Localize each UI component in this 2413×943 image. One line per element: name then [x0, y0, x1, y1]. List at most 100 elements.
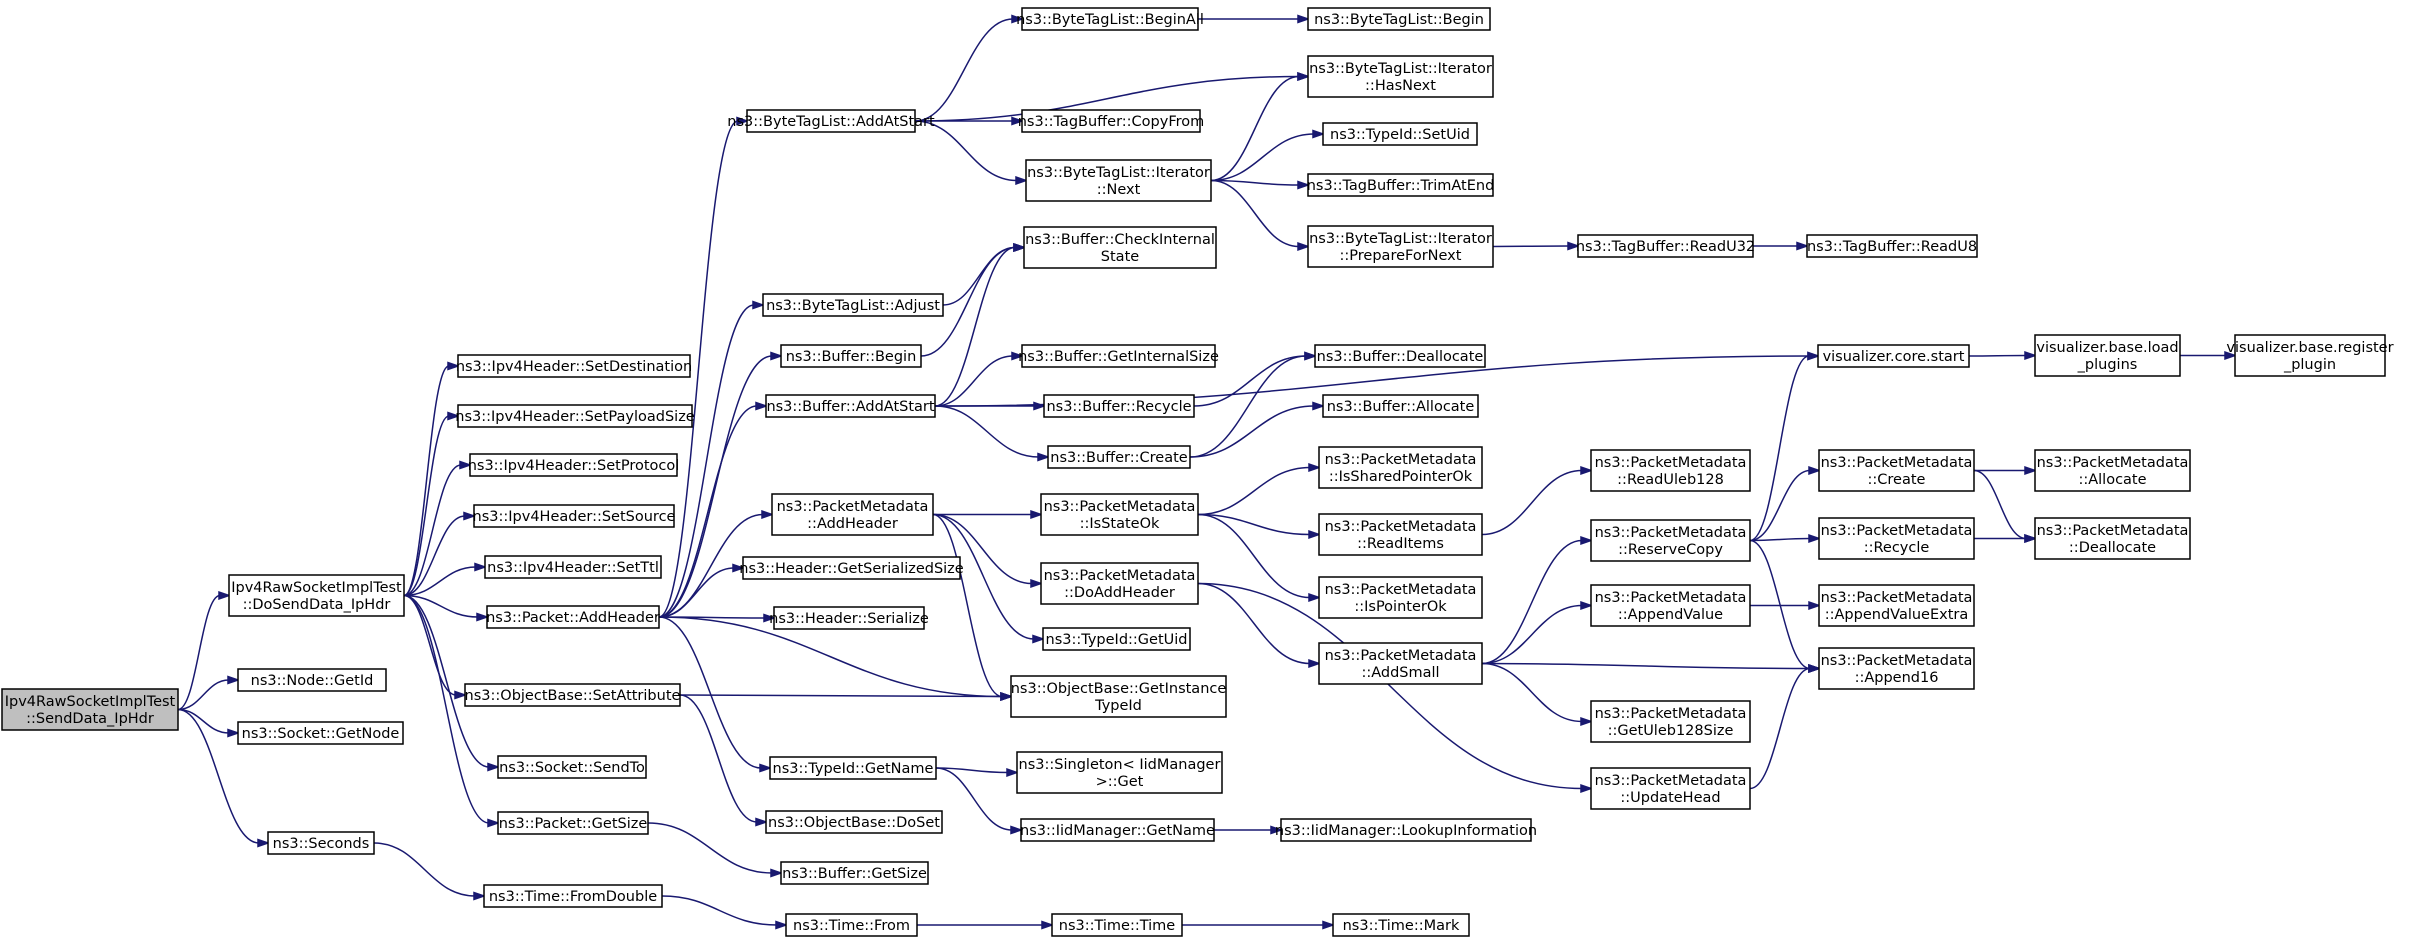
node-label: ns3::PacketMetadata [1821, 653, 1973, 669]
node-setttl[interactable]: ns3::Ipv4Header::SetTtl [484, 555, 662, 579]
node-box [1818, 647, 1975, 690]
node-pm_append16[interactable]: ns3::PacketMetadata::Append16 [1818, 647, 1975, 690]
call-edge-addheader-to-btl_adjust [658, 300, 766, 618]
call-edge-btl_addatstart-to-btl_beginall [914, 14, 1025, 122]
node-dosenddata[interactable]: Ipv4RawSocketImplTest::DoSendData_IpHdr [228, 574, 405, 617]
node-buf_begin[interactable]: ns3::Buffer::Begin [780, 344, 922, 368]
node-pm_issharedptr[interactable]: ns3::PacketMetadata::IsSharedPointerOk [1318, 446, 1483, 489]
node-box [1818, 449, 1975, 492]
node-tagbuf_copyfrom[interactable]: ns3::TagBuffer::CopyFrom [1018, 109, 1205, 133]
node-btl_it_prepare[interactable]: ns3::ByteTagList::Iterator::PrepareForNe… [1307, 225, 1494, 268]
node-setproto[interactable]: ns3::Ipv4Header::SetProtocol [468, 453, 680, 477]
node-btl_begin[interactable]: ns3::ByteTagList::Begin [1307, 7, 1491, 31]
call-edge-btl_addatstart-to-btl_it_next [914, 120, 1029, 186]
node-node_getid[interactable]: ns3::Node::GetId [237, 668, 387, 692]
node-root[interactable]: Ipv4RawSocketImplTest::SendData_IpHdr [1, 688, 179, 731]
node-pm_updatehead[interactable]: ns3::PacketMetadata::UpdateHead [1590, 767, 1751, 810]
node-label: ::AppendValue [1618, 607, 1723, 623]
node-addheader[interactable]: ns3::Packet::AddHeader [486, 605, 660, 629]
node-pm_ispointerok[interactable]: ns3::PacketMetadata::IsPointerOk [1318, 576, 1483, 619]
node-pm_doaddheader[interactable]: ns3::PacketMetadata::DoAddHeader [1040, 562, 1199, 605]
node-buf_create[interactable]: ns3::Buffer::Create [1047, 445, 1191, 469]
node-iid_getname[interactable]: ns3::IidManager::GetName [1020, 818, 1215, 842]
node-label: ::Recycle [1864, 540, 1930, 556]
node-label: ns3::TagBuffer::ReadU8 [1807, 239, 1977, 255]
node-pm_deallocate[interactable]: ns3::PacketMetadata::Deallocate [2034, 517, 2191, 560]
node-pm_readuleb128[interactable]: ns3::PacketMetadata::ReadUleb128 [1590, 449, 1751, 492]
node-pm_appendvalue[interactable]: ns3::PacketMetadata::AppendValue [1590, 584, 1751, 627]
node-pm_readitems[interactable]: ns3::PacketMetadata::ReadItems [1318, 513, 1483, 556]
node-buf_allocate[interactable]: ns3::Buffer::Allocate [1322, 394, 1479, 418]
node-buf_deallocate[interactable]: ns3::Buffer::Deallocate [1314, 344, 1486, 368]
node-pm_recycle[interactable]: ns3::PacketMetadata::Recycle [1818, 517, 1975, 560]
node-pm_reservecopy[interactable]: ns3::PacketMetadata::ReserveCopy [1590, 519, 1751, 562]
node-pm_addsmall[interactable]: ns3::PacketMetadata::AddSmall [1318, 642, 1483, 685]
node-seconds[interactable]: ns3::Seconds [267, 831, 375, 855]
call-edge-viz_start-to-viz_load [1968, 350, 2038, 361]
node-label: ns3::Socket::SendTo [499, 760, 645, 776]
node-tagbuf_readu32[interactable]: ns3::TagBuffer::ReadU32 [1576, 234, 1755, 258]
node-label: ns3::ByteTagList::Begin [1314, 12, 1484, 28]
node-tagbuf_trimatend[interactable]: ns3::TagBuffer::TrimAtEnd [1307, 173, 1495, 197]
node-typeid_getuid[interactable]: ns3::TypeId::GetUid [1042, 627, 1191, 651]
node-viz_register[interactable]: visualizer.base.register_plugin [2226, 334, 2394, 377]
node-pm_allocate[interactable]: ns3::PacketMetadata::Allocate [2034, 449, 2191, 492]
node-box [742, 556, 961, 580]
node-pm_create[interactable]: ns3::PacketMetadata::Create [1818, 449, 1975, 492]
node-label: ns3::TagBuffer::TrimAtEnd [1307, 178, 1495, 194]
node-buf_getsize[interactable]: ns3::Buffer::GetSize [780, 861, 929, 885]
node-label: ::Create [1868, 472, 1926, 488]
node-box [1042, 627, 1191, 651]
node-typeid_getname[interactable]: ns3::TypeId::GetName [769, 756, 937, 780]
node-singleton_get[interactable]: ns3::Singleton< IidManager >::Get [1016, 751, 1223, 794]
node-time_from[interactable]: ns3::Time::From [785, 913, 918, 937]
node-setpayload[interactable]: ns3::Ipv4Header::SetPayloadSize [455, 404, 695, 428]
node-btl_it_hasnext[interactable]: ns3::ByteTagList::Iterator::HasNext [1307, 55, 1494, 98]
node-buf_getinternalsize[interactable]: ns3::Buffer::GetInternalSize [1018, 344, 1219, 368]
node-btl_adjust[interactable]: ns3::ByteTagList::Adjust [762, 293, 944, 317]
node-label: ns3::ByteTagList::AddAtStart [727, 114, 935, 130]
node-label: ::DoAddHeader [1064, 585, 1175, 601]
node-setattr[interactable]: ns3::ObjectBase::SetAttribute [464, 683, 681, 707]
node-socket_getnode[interactable]: ns3::Socket::GetNode [237, 721, 404, 745]
call-edge-typeid_getname-to-singleton_get [935, 767, 1020, 778]
call-edge-dosenddata-to-setsource [403, 511, 477, 597]
node-box [1590, 449, 1751, 492]
node-fromdouble[interactable]: ns3::Time::FromDouble [483, 884, 663, 908]
node-label: ns3::Buffer::AddAtStart [766, 399, 934, 415]
node-setsource[interactable]: ns3::Ipv4Header::SetSource [473, 504, 676, 528]
node-setdest[interactable]: ns3::Ipv4Header::SetDestination [456, 354, 692, 378]
node-box [1307, 173, 1494, 197]
node-time_mark[interactable]: ns3::Time::Mark [1332, 913, 1470, 937]
node-buf_recycle[interactable]: ns3::Buffer::Recycle [1043, 394, 1195, 418]
node-viz_start[interactable]: visualizer.core.start [1817, 344, 1970, 368]
node-viz_load[interactable]: visualizer.base.load_plugins [2034, 334, 2181, 377]
call-edge-time_from-to-time_time [916, 920, 1055, 930]
node-buf_addatstart[interactable]: ns3::Buffer::AddAtStart [765, 394, 936, 418]
node-pm_addheader[interactable]: ns3::PacketMetadata::AddHeader [771, 493, 934, 536]
node-pm_getuleb128size[interactable]: ns3::PacketMetadata::GetUleb128Size [1590, 700, 1751, 743]
node-pm_appendvalueextra[interactable]: ns3::PacketMetadata::AppendValueExtra [1818, 584, 1975, 627]
node-label: ::HasNext [1365, 78, 1436, 94]
node-time_time[interactable]: ns3::Time::Time [1051, 913, 1183, 937]
node-label: TypeId [1094, 698, 1142, 714]
node-sendto[interactable]: ns3::Socket::SendTo [497, 755, 647, 779]
node-box [1332, 913, 1470, 937]
node-box [2034, 449, 2191, 492]
node-tagbuf_readu8[interactable]: ns3::TagBuffer::ReadU8 [1806, 234, 1978, 258]
node-pm_isstateok[interactable]: ns3::PacketMetadata::IsStateOk [1040, 493, 1199, 536]
node-iid_lookup[interactable]: ns3::IidManager::LookupInformation [1275, 818, 1537, 842]
node-typeid_setuid[interactable]: ns3::TypeId::SetUid [1322, 122, 1478, 146]
node-box [765, 810, 943, 834]
node-btl_addatstart[interactable]: ns3::ByteTagList::AddAtStart [727, 109, 935, 133]
node-hdr_getsersize[interactable]: ns3::Header::GetSerializedSize [739, 556, 964, 580]
node-box [1318, 446, 1483, 489]
node-btl_beginall[interactable]: ns3::ByteTagList::BeginAll [1016, 7, 1204, 31]
node-objbase_doset[interactable]: ns3::ObjectBase::DoSet [765, 810, 943, 834]
node-box [1318, 513, 1483, 556]
node-btl_it_next[interactable]: ns3::ByteTagList::Iterator::Next [1025, 159, 1212, 202]
node-hdr_serialize[interactable]: ns3::Header::Serialize [769, 606, 929, 630]
node-pkt_getsize[interactable]: ns3::Packet::GetSize [497, 811, 649, 835]
